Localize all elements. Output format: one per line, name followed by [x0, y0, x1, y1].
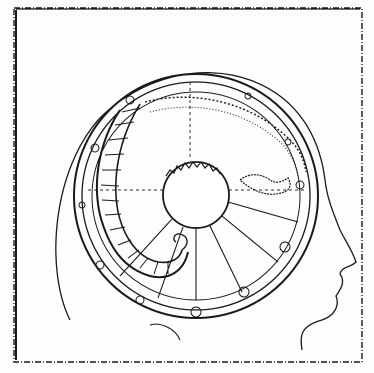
segment-line: [154, 262, 158, 274]
upper-frieze-band-inner: [150, 107, 298, 176]
neck-line: [150, 324, 180, 340]
ornament-glyph: [285, 139, 291, 145]
radial-line: [120, 219, 172, 276]
ornament-glyph: [96, 261, 104, 269]
ornament-glyph: [191, 307, 201, 317]
radial-line: [228, 202, 298, 222]
segment-line: [115, 122, 134, 125]
creature-segments: [101, 108, 168, 274]
segment-line: [109, 138, 128, 140]
segment-line: [105, 154, 124, 155]
segment-line: [140, 258, 148, 268]
ornament-glyph: [136, 296, 144, 304]
radial-line: [210, 226, 242, 292]
segment-line: [118, 240, 131, 245]
right-blob-detail: [240, 175, 290, 194]
radial-line: [222, 216, 278, 262]
